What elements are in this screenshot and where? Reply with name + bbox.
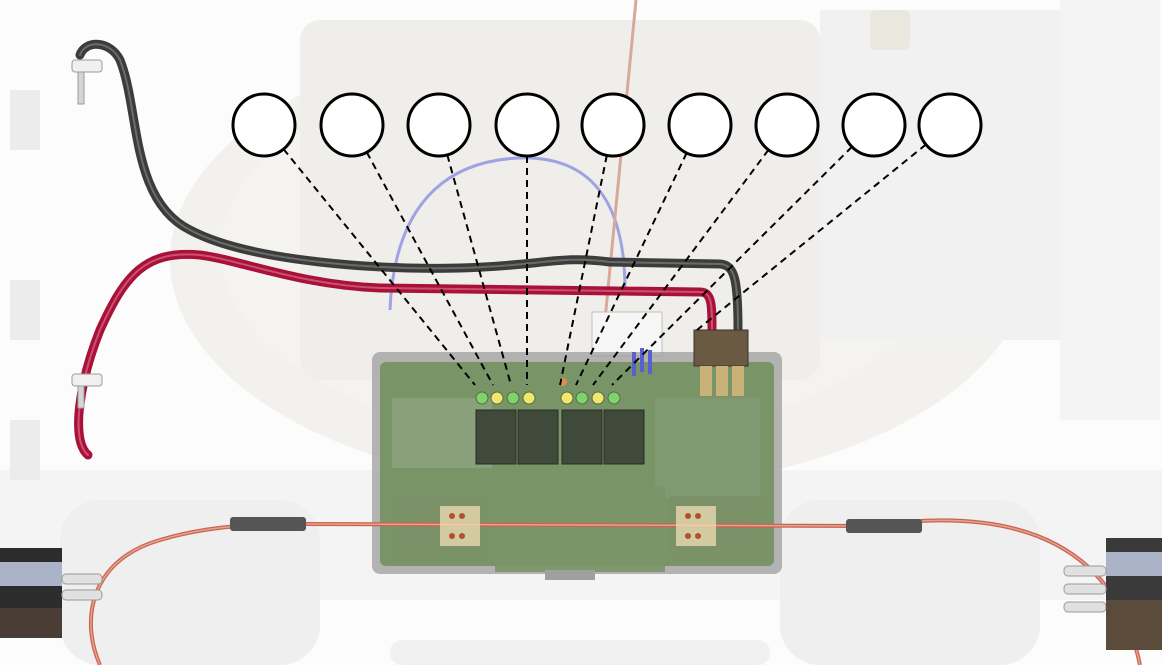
leader-line bbox=[559, 155, 608, 386]
callout-bubble bbox=[319, 92, 385, 158]
terminal-left bbox=[440, 506, 480, 546]
top-copper-wire bbox=[603, 0, 638, 321]
callout-bubbles bbox=[231, 92, 983, 158]
led-yellow bbox=[560, 391, 574, 405]
callout-circle bbox=[494, 92, 560, 158]
callout-bubble bbox=[917, 92, 983, 158]
led-yellow bbox=[591, 391, 605, 405]
callout-circle bbox=[917, 92, 983, 158]
callout-circle bbox=[406, 92, 472, 158]
leader-line bbox=[575, 152, 688, 386]
callout-bubble bbox=[406, 92, 472, 158]
terminal-right bbox=[676, 506, 716, 546]
screw-mid-left bbox=[71, 373, 103, 409]
led-green bbox=[506, 391, 520, 405]
bolt-bottom-left bbox=[0, 548, 103, 638]
callout-circle bbox=[667, 92, 733, 158]
callout-circle bbox=[231, 92, 297, 158]
led-yellow bbox=[490, 391, 504, 405]
relay-row bbox=[475, 409, 645, 465]
plug-block bbox=[591, 311, 663, 357]
sleeve-left bbox=[230, 517, 306, 531]
callout-bubble bbox=[231, 92, 297, 158]
callout-circle bbox=[841, 92, 907, 158]
leader-line bbox=[446, 154, 512, 386]
wire-connector bbox=[693, 329, 749, 396]
callout-circle bbox=[580, 92, 646, 158]
bolt-bottom-right bbox=[1063, 538, 1162, 650]
callout-bubble bbox=[841, 92, 907, 158]
leader-line bbox=[611, 146, 853, 386]
led-row bbox=[475, 391, 621, 405]
leader-lines bbox=[282, 143, 927, 386]
callout-circle bbox=[754, 92, 820, 158]
callout-bubble bbox=[580, 92, 646, 158]
led-green bbox=[575, 391, 589, 405]
leader-line bbox=[365, 151, 494, 386]
led-green bbox=[607, 391, 621, 405]
led-green bbox=[475, 391, 489, 405]
leader-line bbox=[282, 148, 476, 386]
callout-bubble bbox=[667, 92, 733, 158]
leader-line bbox=[696, 143, 927, 331]
blue-pins bbox=[632, 348, 652, 376]
leader-line bbox=[592, 149, 770, 386]
callout-bubble bbox=[494, 92, 560, 158]
screw-top-left bbox=[71, 59, 103, 105]
sleeve-right bbox=[846, 519, 922, 533]
led-yellow bbox=[522, 391, 536, 405]
callout-circle bbox=[319, 92, 385, 158]
callout-bubble bbox=[754, 92, 820, 158]
